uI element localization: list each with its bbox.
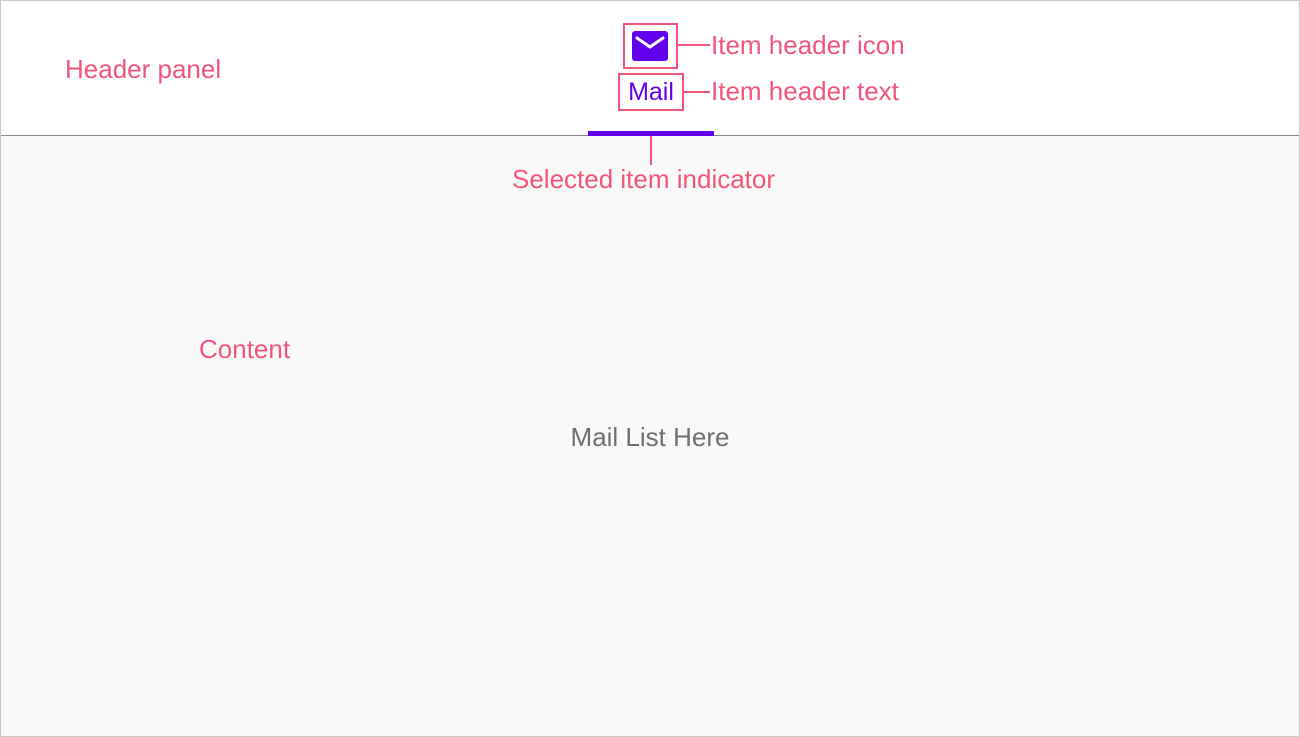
- annotation-item-header-icon: Item header icon: [711, 30, 905, 60]
- selected-item-indicator: [588, 131, 714, 136]
- annotation-line-text: [684, 91, 710, 93]
- annotation-line-indicator: [650, 136, 652, 165]
- annotation-box-icon: [623, 23, 678, 69]
- annotation-line-icon: [678, 44, 710, 46]
- annotation-content: Content: [199, 334, 291, 364]
- annotation-header-panel: Header panel: [65, 54, 222, 84]
- content-text: Mail List Here: [570, 422, 730, 452]
- mail-icon: [632, 31, 668, 61]
- annotation-box-text: [618, 73, 684, 111]
- tab-label[interactable]: Mail: [628, 78, 674, 106]
- content-panel: Mail List Here: [1, 136, 1299, 736]
- annotation-selected-item-indicator: Selected item indicator: [512, 164, 776, 194]
- annotation-item-header-text: Item header text: [711, 76, 899, 106]
